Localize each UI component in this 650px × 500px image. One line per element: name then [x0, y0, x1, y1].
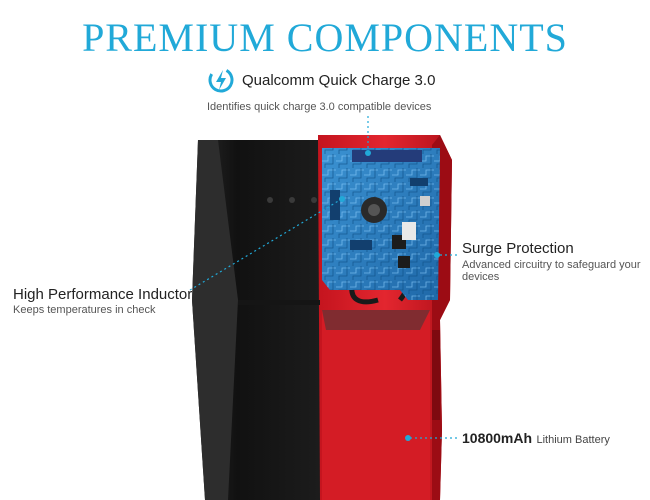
- leader-dots: [339, 150, 440, 441]
- quick-charge-title: Qualcomm Quick Charge 3.0: [242, 72, 436, 89]
- inductor-description: Keeps temperatures in check: [13, 304, 156, 316]
- battery-capacity: 10800mAh: [462, 430, 533, 446]
- leader-lines: [189, 116, 460, 439]
- circuit-board: [322, 148, 440, 300]
- page-title: PREMIUM COMPONENTS: [82, 15, 568, 60]
- quick-charge-description: Identifies quick charge 3.0 compatible d…: [207, 101, 432, 113]
- inductor-title: High Performance Inductor: [13, 286, 193, 303]
- quick-charge-icon: [208, 67, 234, 93]
- black-case: [192, 140, 320, 500]
- battery-callout: 10800mAh Lithium Battery: [462, 430, 610, 448]
- surge-protection-description: Advanced circuitry to safeguard your dev…: [462, 259, 641, 283]
- surge-protection-title: Surge Protection: [462, 240, 574, 257]
- battery-label: Lithium Battery: [536, 434, 610, 446]
